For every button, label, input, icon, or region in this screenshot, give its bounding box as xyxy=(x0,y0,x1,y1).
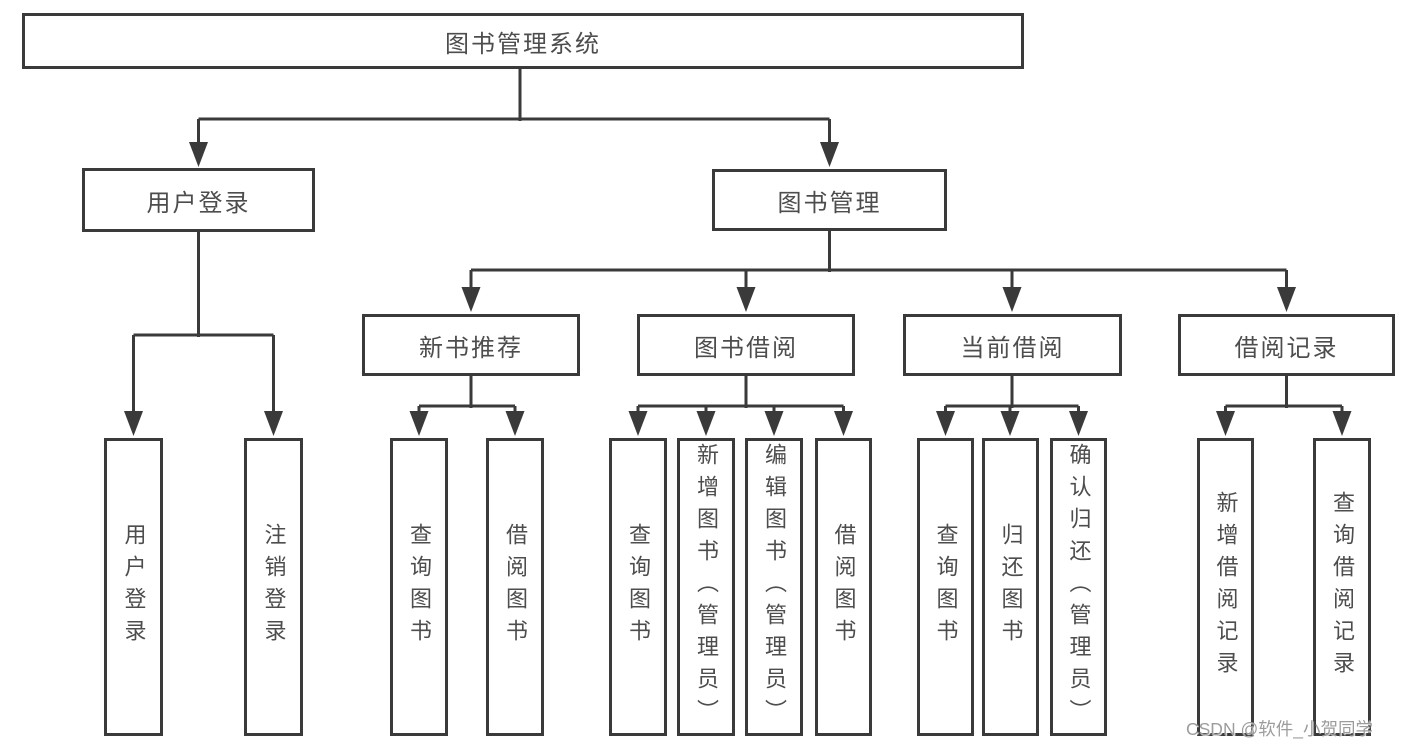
node-book-borrowing: 图书借阅 xyxy=(637,314,855,376)
leaf-label: 查询图书 xyxy=(407,523,432,651)
leaf-query-books-borrow: 查询图书 xyxy=(609,438,667,736)
leaf-logout: 注销登录 xyxy=(244,438,303,736)
leaf-label: 编辑图书（管理员） xyxy=(762,443,787,731)
leaf-label: 新增图书（管理员） xyxy=(694,443,719,731)
leaf-edit-book-admin: 编辑图书（管理员） xyxy=(745,438,803,736)
leaf-label: 注销登录 xyxy=(261,523,287,651)
leaf-confirm-return-admin: 确认归还（管理员） xyxy=(1050,438,1107,736)
node-label: 新书推荐 xyxy=(419,334,523,362)
leaf-query-borrow-record: 查询借阅记录 xyxy=(1313,438,1371,736)
node-book-management: 图书管理 xyxy=(712,169,947,231)
leaf-label: 归还图书 xyxy=(998,523,1024,651)
leaf-user-login: 用户登录 xyxy=(104,438,163,736)
leaf-add-borrow-record: 新增借阅记录 xyxy=(1197,438,1254,736)
node-current-borrowing: 当前借阅 xyxy=(903,314,1122,376)
node-label: 图书管理 xyxy=(777,189,882,217)
leaf-label: 新增借阅记录 xyxy=(1213,491,1239,683)
node-label: 借阅记录 xyxy=(1234,334,1339,362)
leaf-query-books-current: 查询图书 xyxy=(917,438,974,736)
node-label: 当前借阅 xyxy=(960,334,1065,362)
node-label: 用户登录 xyxy=(146,189,251,217)
leaf-label: 确认归还（管理员） xyxy=(1066,443,1092,731)
leaf-label: 查询图书 xyxy=(933,523,959,651)
node-library-management-system: 图书管理系统 xyxy=(22,13,1024,69)
leaf-label: 借阅图书 xyxy=(503,523,528,651)
node-new-book-recommend: 新书推荐 xyxy=(362,314,580,376)
node-label: 图书管理系统 xyxy=(445,30,601,58)
leaf-return-book: 归还图书 xyxy=(982,438,1039,736)
node-label: 图书借阅 xyxy=(694,334,798,362)
csdn-watermark: CSDN @软件_小贺同学 xyxy=(1186,719,1373,739)
leaf-label: 查询图书 xyxy=(626,523,651,651)
leaf-add-book-admin: 新增图书（管理员） xyxy=(677,438,735,736)
node-user-login: 用户登录 xyxy=(82,168,315,232)
leaf-borrow-books-recommend: 借阅图书 xyxy=(486,438,544,736)
leaf-label: 借阅图书 xyxy=(831,523,857,651)
leaf-label: 查询借阅记录 xyxy=(1330,491,1355,683)
leaf-label: 用户登录 xyxy=(121,523,147,651)
leaf-query-books-recommend: 查询图书 xyxy=(390,438,448,736)
leaf-borrow-books: 借阅图书 xyxy=(815,438,872,736)
node-borrowing-records: 借阅记录 xyxy=(1178,314,1395,376)
